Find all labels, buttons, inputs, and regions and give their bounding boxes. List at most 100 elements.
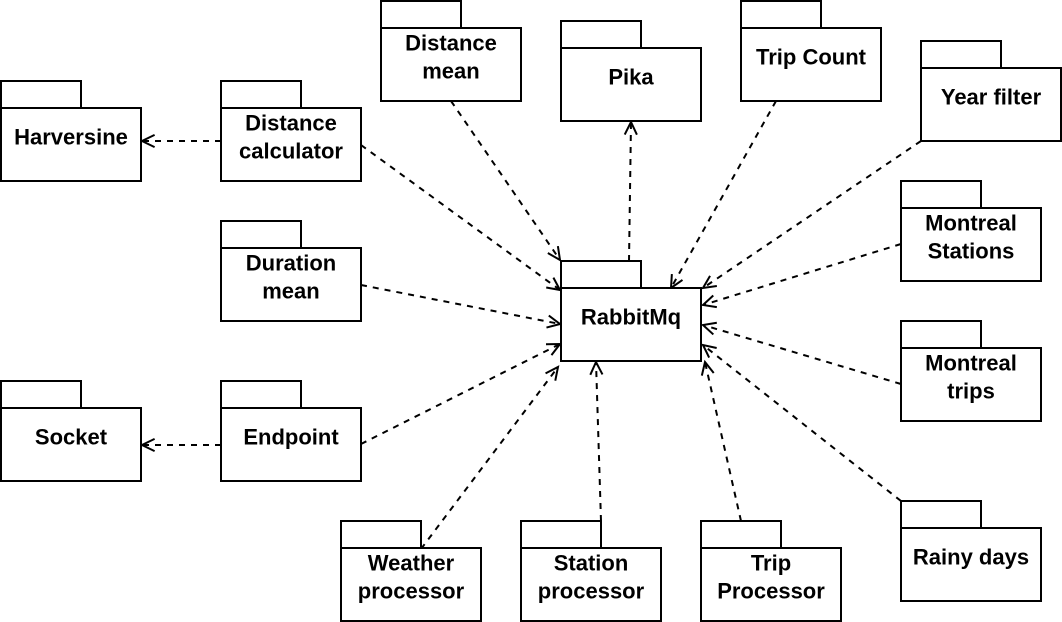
dependency-line	[360, 284, 561, 325]
package-body	[220, 247, 362, 322]
dependency-line	[704, 361, 742, 522]
dependency-arrow	[700, 243, 902, 309]
package-label: Duration	[246, 251, 336, 276]
dependency-arrow	[623, 119, 638, 262]
package-tab	[900, 500, 982, 529]
package-tab	[220, 220, 302, 249]
arrowhead	[700, 321, 717, 336]
package-label: Socket	[35, 425, 108, 450]
package-tab	[340, 520, 422, 549]
package-socket: Socket	[0, 380, 142, 482]
dependency-arrow	[360, 144, 562, 292]
dependency-arrow	[701, 140, 922, 290]
dependency-arrow	[589, 359, 604, 522]
dependency-line	[702, 243, 902, 306]
package-body	[740, 27, 882, 102]
package-trip-count: Trip Count	[740, 0, 882, 102]
package-label: Distance	[245, 111, 337, 136]
dependency-line	[670, 100, 777, 289]
package-tab	[740, 0, 822, 29]
package-label: Harversine	[14, 125, 128, 150]
dependency-arrow	[139, 134, 221, 148]
package-weather-processor: Weather processor	[340, 520, 482, 622]
dependency-arrow	[669, 100, 777, 291]
package-tab	[220, 80, 302, 109]
package-endpoint: Endpoint	[220, 380, 362, 482]
package-body	[920, 67, 1062, 142]
arrowhead	[701, 275, 717, 290]
package-harversine: Harversine	[0, 80, 142, 182]
package-tab	[560, 20, 642, 49]
package-rabbitmq: RabbitMq	[560, 260, 702, 362]
package-tab	[220, 380, 302, 409]
package-tab	[0, 380, 82, 409]
package-label: Year filter	[941, 85, 1042, 110]
dependency-line	[420, 366, 559, 550]
package-body	[0, 407, 142, 482]
arrowhead	[700, 294, 717, 309]
arrowhead	[701, 343, 717, 359]
package-body	[520, 547, 662, 622]
dependency-arrow	[420, 365, 560, 550]
dependency-line	[595, 361, 602, 522]
package-year-filter: Year filter	[920, 40, 1062, 142]
dependency-arrow	[700, 321, 902, 385]
dependency-line	[360, 343, 561, 445]
package-body	[340, 547, 482, 622]
package-label: Rainy days	[913, 545, 1029, 570]
package-tab	[0, 80, 82, 109]
arrowhead	[546, 277, 562, 292]
package-pika: Pika	[560, 20, 702, 122]
package-label: Montreal	[925, 211, 1017, 236]
dependency-line	[450, 100, 561, 261]
package-label: processor	[358, 579, 465, 604]
dependency-line	[702, 140, 922, 289]
package-label: Station	[554, 551, 629, 576]
dependency-line	[628, 121, 632, 262]
package-tab	[900, 180, 982, 209]
package-tab	[520, 520, 602, 549]
package-tab	[920, 40, 1002, 69]
package-label: mean	[422, 59, 479, 84]
package-duration-mean: Duration mean	[220, 220, 362, 322]
package-body	[220, 407, 362, 482]
package-label: Pika	[608, 65, 654, 90]
package-station-processor: Station processor	[520, 520, 662, 622]
dependency-arrow	[139, 438, 221, 452]
package-body	[900, 207, 1042, 282]
package-body	[700, 547, 842, 622]
package-tab	[900, 320, 982, 349]
package-body	[380, 27, 522, 102]
package-body	[220, 107, 362, 182]
package-body	[0, 107, 142, 182]
arrowhead	[546, 314, 563, 329]
package-label: Trip	[751, 551, 791, 576]
arrowhead	[700, 359, 715, 376]
dependency-arrow	[360, 342, 563, 445]
package-label: mean	[262, 279, 319, 304]
package-rainy-days: Rainy days	[900, 500, 1042, 602]
package-label: trips	[947, 379, 995, 404]
dependency-arrow	[360, 284, 563, 329]
package-label: Weather	[368, 551, 455, 576]
package-label: processor	[538, 579, 645, 604]
package-label: Stations	[928, 239, 1015, 264]
package-body	[560, 287, 702, 362]
package-tab	[560, 260, 642, 289]
arrowhead	[669, 273, 684, 291]
package-body	[900, 527, 1042, 602]
package-tab	[380, 0, 462, 29]
arrowhead	[547, 246, 562, 262]
dependency-arrow	[700, 359, 742, 522]
dependency-line	[360, 144, 561, 291]
package-tab	[700, 520, 782, 549]
package-label: Trip Count	[756, 45, 867, 70]
arrowhead	[545, 365, 560, 381]
